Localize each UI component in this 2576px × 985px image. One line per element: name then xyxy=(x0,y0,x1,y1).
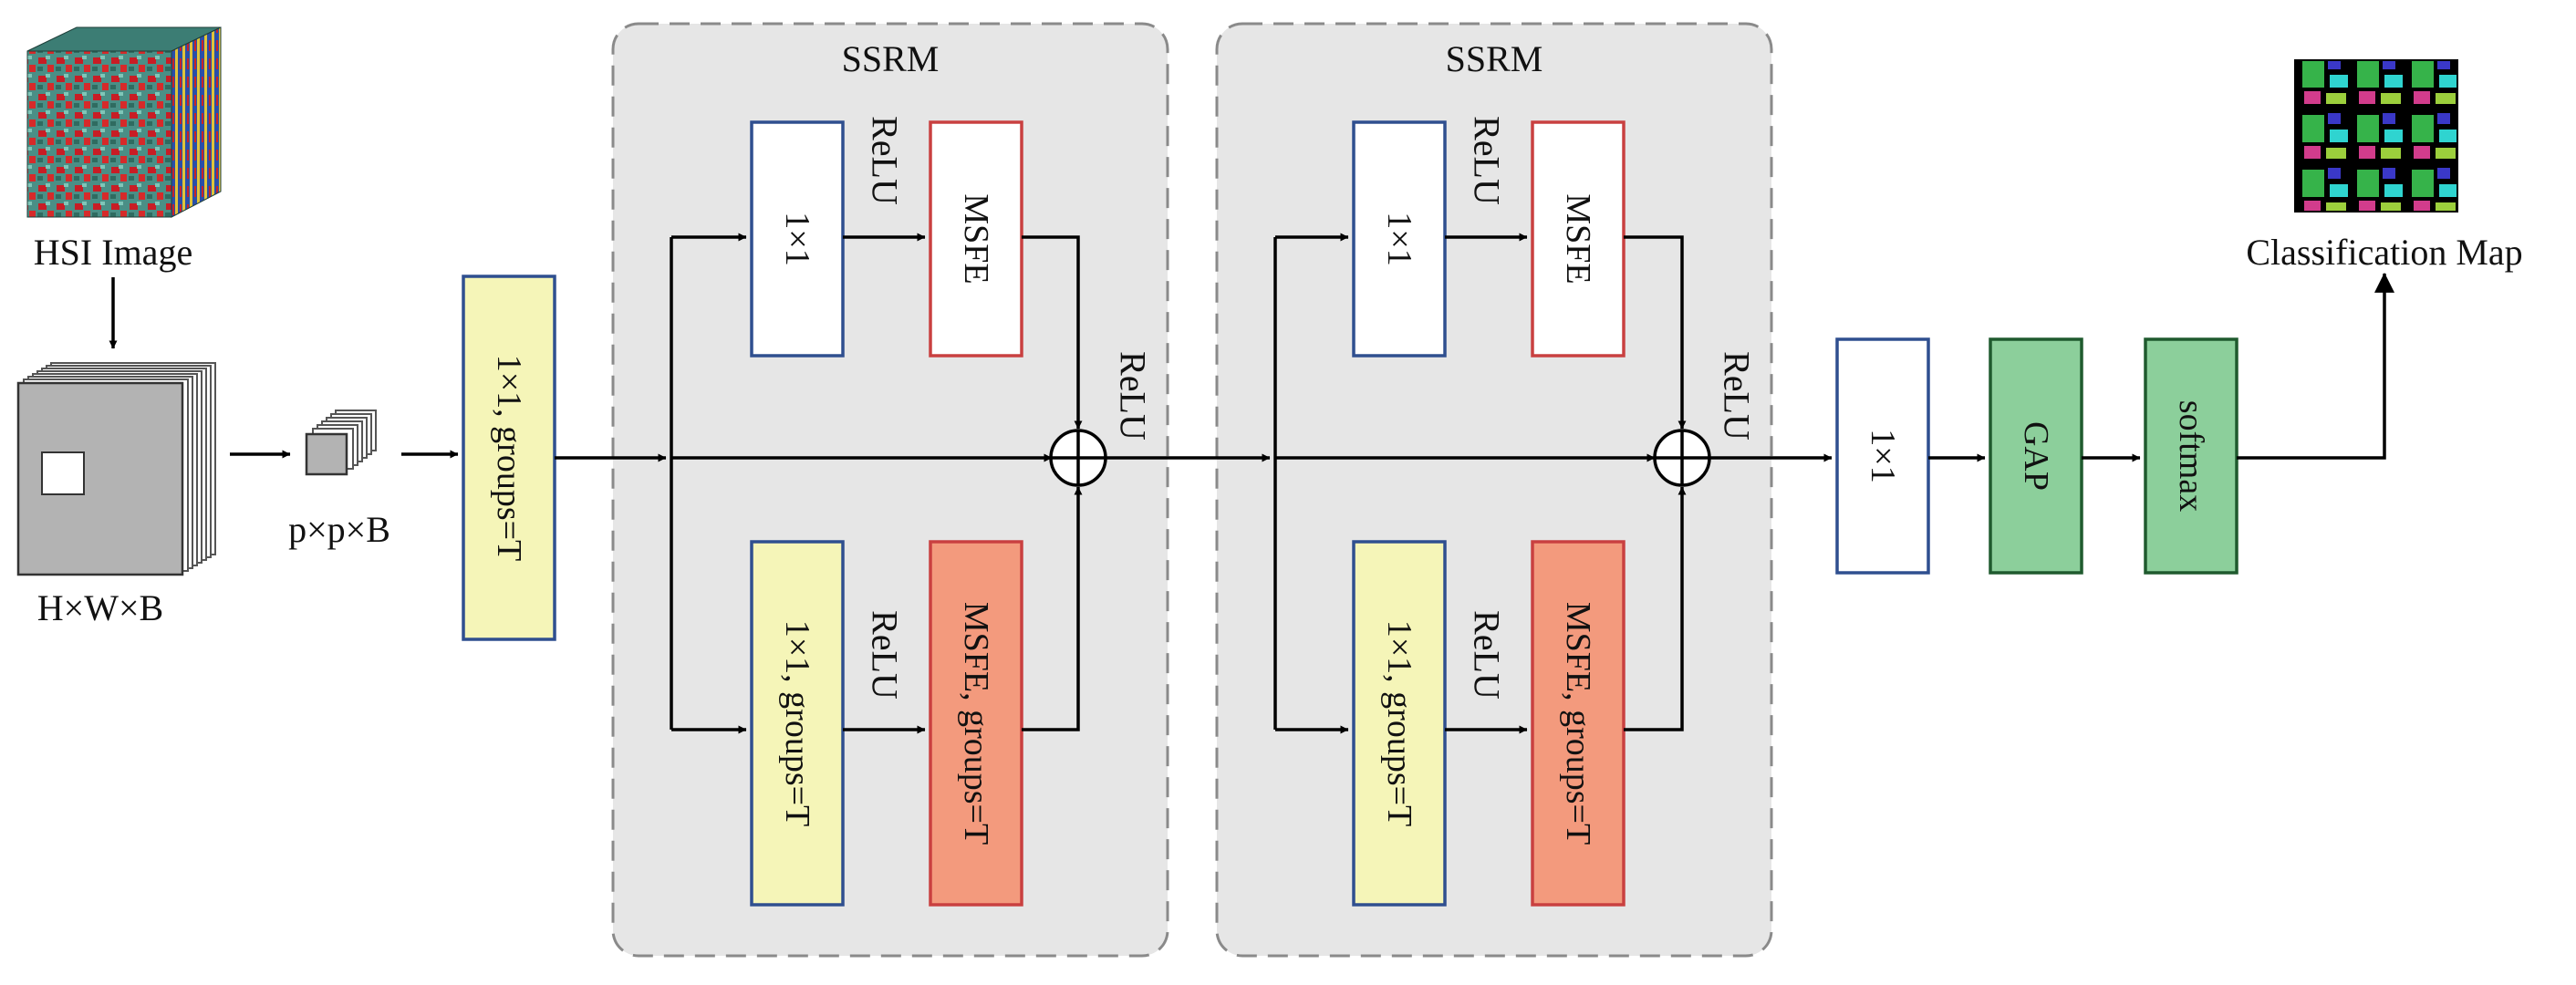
bottom-conv-block-1 xyxy=(750,540,845,907)
stem-conv-label: 1×1, groups=T xyxy=(490,355,528,562)
bottom-msfe-label-1: MSFE, groups=T xyxy=(957,602,995,845)
bottom-conv-label-2: 1×1, groups=T xyxy=(1380,620,1418,827)
patch-label: p×p×B xyxy=(288,509,390,550)
head-conv-block xyxy=(1835,337,1930,575)
bottom-msfe-label-2: MSFE, groups=T xyxy=(1559,602,1597,845)
wire-top-msfe-to-sum-2 xyxy=(1624,235,1687,430)
softmax-label: softmax xyxy=(2172,400,2210,512)
top-relu-label-2: ReLU xyxy=(1467,116,1508,205)
top-conv-block-2 xyxy=(1352,120,1447,358)
wire-bottom-msfe-to-sum-2 xyxy=(1624,486,1687,731)
sum-relu-label-2: ReLU xyxy=(1717,351,1758,441)
bottom-conv-label-1: 1×1, groups=T xyxy=(778,620,816,827)
wire-top-msfe-to-sum-1 xyxy=(1022,235,1083,430)
hsi-cube-label: H×W×B xyxy=(37,587,163,628)
ssrm-module-1: 1×1 ReLU MSFE 1×1, groups=T ReLU MSFE, g… xyxy=(670,116,1154,907)
top-conv-block-1 xyxy=(750,120,845,358)
softmax-block xyxy=(2144,337,2238,575)
bottom-relu-label-1: ReLU xyxy=(865,610,906,700)
classification-map-icon xyxy=(2294,59,2458,213)
ssrm-module-2: 1×1 ReLU MSFE 1×1, groups=T ReLU MSFE, g… xyxy=(1273,116,1758,907)
ssrm-panel-2-title: SSRM xyxy=(1446,38,1543,79)
hsi-image-icon xyxy=(26,26,222,218)
gap-block xyxy=(1989,337,2083,575)
hsi-image-label: HSI Image xyxy=(34,232,192,273)
top-relu-label-1: ReLU xyxy=(865,116,906,205)
patch-cube-icon xyxy=(305,410,377,476)
top-msfe-block-2 xyxy=(1531,120,1626,358)
sum-relu-label-1: ReLU xyxy=(1113,351,1154,441)
top-msfe-block-1 xyxy=(929,120,1023,358)
classification-map-label: Classification Map xyxy=(2246,232,2522,273)
bottom-msfe-block-1 xyxy=(929,540,1023,907)
gap-label: GAP xyxy=(2017,421,2055,491)
arrow-softmax-to-map xyxy=(2237,272,2394,460)
top-conv-label-1: 1×1 xyxy=(778,212,816,265)
top-msfe-label-1: MSFE xyxy=(957,193,995,284)
head-conv-label: 1×1 xyxy=(1864,429,1902,482)
top-conv-label-2: 1×1 xyxy=(1380,212,1418,265)
wire-bottom-msfe-to-sum-1 xyxy=(1022,486,1083,731)
ssrm-panel-1-title: SSRM xyxy=(842,38,940,79)
bottom-relu-label-2: ReLU xyxy=(1467,610,1508,700)
hsi-cube-icon xyxy=(16,362,216,576)
top-msfe-label-2: MSFE xyxy=(1559,193,1597,284)
bottom-msfe-block-2 xyxy=(1531,540,1626,907)
bottom-conv-block-2 xyxy=(1352,540,1447,907)
